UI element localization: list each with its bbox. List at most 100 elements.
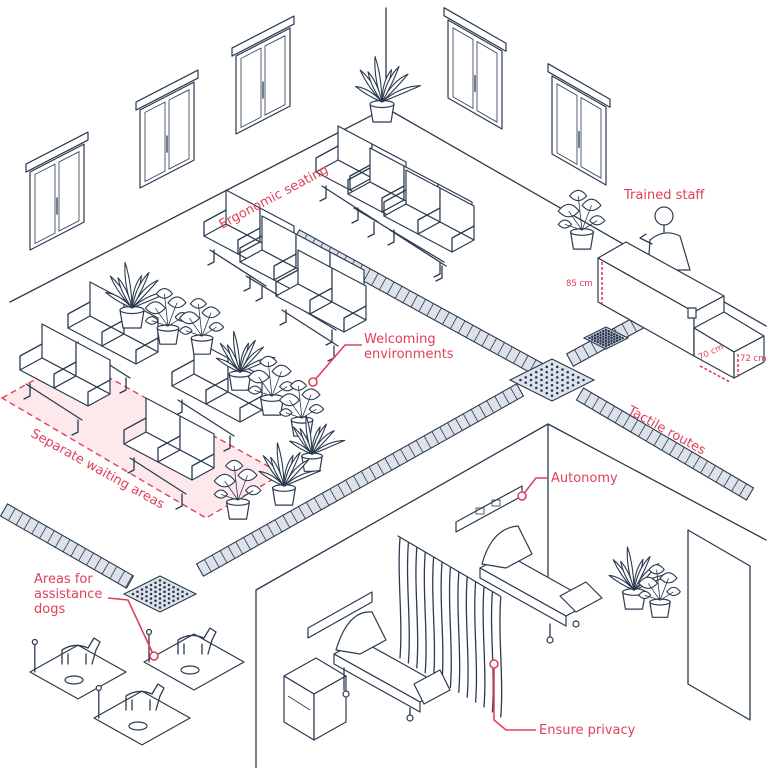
pad-dot bbox=[181, 590, 184, 594]
pad-dot bbox=[610, 342, 613, 345]
armrest bbox=[349, 163, 373, 191]
pad-dot bbox=[601, 338, 605, 341]
pad-dot bbox=[145, 599, 148, 603]
pad-dot bbox=[615, 339, 619, 343]
tactile-strip bbox=[0, 503, 135, 589]
assistance-dog bbox=[125, 683, 165, 711]
water-bowl bbox=[64, 675, 84, 685]
pad-dot bbox=[561, 373, 564, 377]
plant-leaf bbox=[271, 364, 292, 378]
plant-stem bbox=[189, 317, 203, 337]
tactile-warning-pad bbox=[508, 358, 596, 402]
plant-leaf bbox=[247, 385, 263, 395]
pad-dot bbox=[596, 332, 600, 336]
plant-leaf bbox=[557, 219, 573, 229]
strip-rib bbox=[676, 447, 685, 460]
strip-rib bbox=[371, 272, 379, 286]
pad-dot bbox=[545, 365, 549, 369]
seat-cushion bbox=[53, 375, 111, 407]
strip-rib bbox=[614, 410, 623, 424]
pad-dot bbox=[176, 592, 180, 596]
seat-legs bbox=[319, 185, 375, 238]
plant-stem bbox=[151, 320, 169, 327]
plant-leaf bbox=[215, 357, 241, 373]
strip-rib bbox=[379, 277, 387, 290]
potted-plant bbox=[289, 415, 346, 472]
strip-rib bbox=[313, 497, 322, 511]
pad-dot bbox=[145, 585, 148, 589]
strip-rib bbox=[478, 404, 487, 418]
strip-rib bbox=[442, 311, 450, 325]
strip-rib bbox=[723, 474, 732, 487]
seat-row bbox=[383, 169, 475, 282]
pad-dot bbox=[612, 335, 616, 338]
plant-leaf bbox=[620, 560, 635, 591]
plant-stem bbox=[301, 408, 317, 419]
strip-rib bbox=[282, 515, 291, 528]
strip-rib bbox=[607, 406, 615, 419]
plant-leaf bbox=[278, 393, 300, 407]
plant-stem bbox=[164, 293, 169, 327]
armrest bbox=[239, 235, 263, 263]
pad-dot bbox=[534, 370, 538, 374]
window-pane bbox=[58, 151, 80, 232]
armrest bbox=[19, 343, 43, 371]
armrest bbox=[203, 209, 227, 237]
plant-group-back bbox=[355, 56, 606, 250]
strip-rib bbox=[7, 508, 16, 521]
armrest bbox=[381, 185, 405, 213]
plant-stem bbox=[254, 390, 273, 397]
window-pane bbox=[476, 40, 498, 123]
callouts bbox=[107, 344, 548, 731]
plant-leaf bbox=[117, 277, 133, 309]
strip-rib bbox=[117, 570, 126, 584]
plant-leaf bbox=[247, 369, 270, 384]
pad-dot bbox=[621, 336, 624, 340]
pad-dot bbox=[172, 585, 175, 589]
potted-plant bbox=[178, 297, 225, 355]
pad-dot bbox=[131, 592, 135, 596]
pad-dot bbox=[604, 344, 608, 348]
strip-rib bbox=[661, 437, 670, 451]
plant-stem bbox=[237, 475, 248, 501]
strip-rib bbox=[502, 391, 510, 405]
strip-rib bbox=[426, 303, 434, 316]
plant-leaf bbox=[278, 408, 293, 417]
strip-rib bbox=[15, 512, 24, 526]
window-pane bbox=[240, 47, 262, 129]
pad-dot bbox=[545, 370, 549, 374]
armrest bbox=[53, 361, 77, 389]
strip-rib bbox=[486, 400, 495, 414]
pad-dot bbox=[596, 340, 600, 344]
plant-leaf bbox=[381, 85, 422, 103]
strip-rib bbox=[266, 523, 275, 537]
window-lintel bbox=[231, 15, 295, 57]
plant-stem bbox=[271, 371, 282, 397]
pad-dot bbox=[149, 592, 153, 596]
strip-rib bbox=[251, 532, 259, 546]
pad-dot bbox=[550, 394, 554, 398]
plant-leaf bbox=[189, 297, 208, 309]
pad-dot bbox=[140, 592, 144, 596]
pad-dot bbox=[599, 331, 602, 334]
pad-dot bbox=[582, 378, 585, 382]
window-lintel bbox=[25, 131, 89, 173]
strip-rib bbox=[731, 479, 740, 492]
plant-stem bbox=[564, 224, 583, 231]
strip-rib bbox=[235, 541, 244, 555]
pad-dot bbox=[529, 383, 533, 387]
strip-rib bbox=[590, 340, 598, 354]
pad-dot bbox=[599, 339, 602, 343]
pad-dot bbox=[604, 336, 608, 340]
seat-beam bbox=[177, 399, 235, 437]
pad-dot bbox=[561, 378, 564, 382]
plant-stem bbox=[285, 412, 303, 419]
label-dogs-line3: dogs bbox=[34, 602, 65, 617]
potted-plant bbox=[557, 189, 606, 250]
pad-dot bbox=[158, 606, 162, 609]
strip-rib bbox=[410, 294, 419, 308]
pad-dot bbox=[154, 590, 157, 594]
armrest bbox=[347, 167, 371, 195]
pad-dot bbox=[576, 381, 580, 384]
